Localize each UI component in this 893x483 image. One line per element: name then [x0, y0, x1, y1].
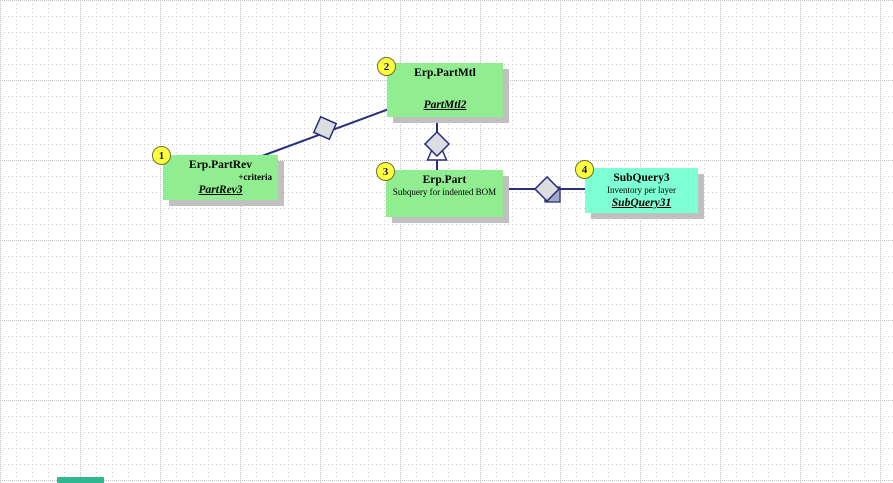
table-alias: PartRev3: [198, 184, 243, 196]
table-node-erp-partmtl[interactable]: Erp.PartMtl PartMtl2: [387, 63, 503, 117]
sequence-badge-1: 1: [152, 146, 171, 165]
criteria-label: +criteria: [238, 172, 272, 182]
table-alias: PartMtl2: [423, 99, 467, 111]
subquery-title: SubQuery3: [613, 172, 670, 184]
table-title: Erp.PartMtl: [414, 67, 476, 79]
table-description: Subquery for indented BOM: [392, 187, 497, 197]
sequence-badge-3: 3: [376, 162, 395, 181]
table-node-erp-partrev[interactable]: Erp.PartRev +criteria PartRev3: [163, 155, 278, 200]
partial-shape-bottom-edge: [57, 477, 104, 483]
subquery-node-subquery3[interactable]: SubQuery3 Inventory per layer SubQuery31: [585, 168, 698, 213]
table-title: Erp.PartRev: [189, 159, 252, 171]
sequence-badge-2: 2: [377, 57, 396, 76]
join-diamond-square-icon[interactable]: [533, 175, 561, 203]
subquery-description: Inventory per layer: [607, 185, 676, 195]
table-title: Erp.Part: [422, 174, 467, 186]
sequence-badge-4: 4: [575, 160, 594, 179]
join-diamond-triangle-icon[interactable]: [423, 130, 451, 161]
table-node-erp-part[interactable]: Erp.Part Subquery for indented BOM: [386, 170, 503, 217]
subquery-alias: SubQuery31: [611, 197, 672, 209]
join-diamond-icon[interactable]: [309, 112, 340, 143]
